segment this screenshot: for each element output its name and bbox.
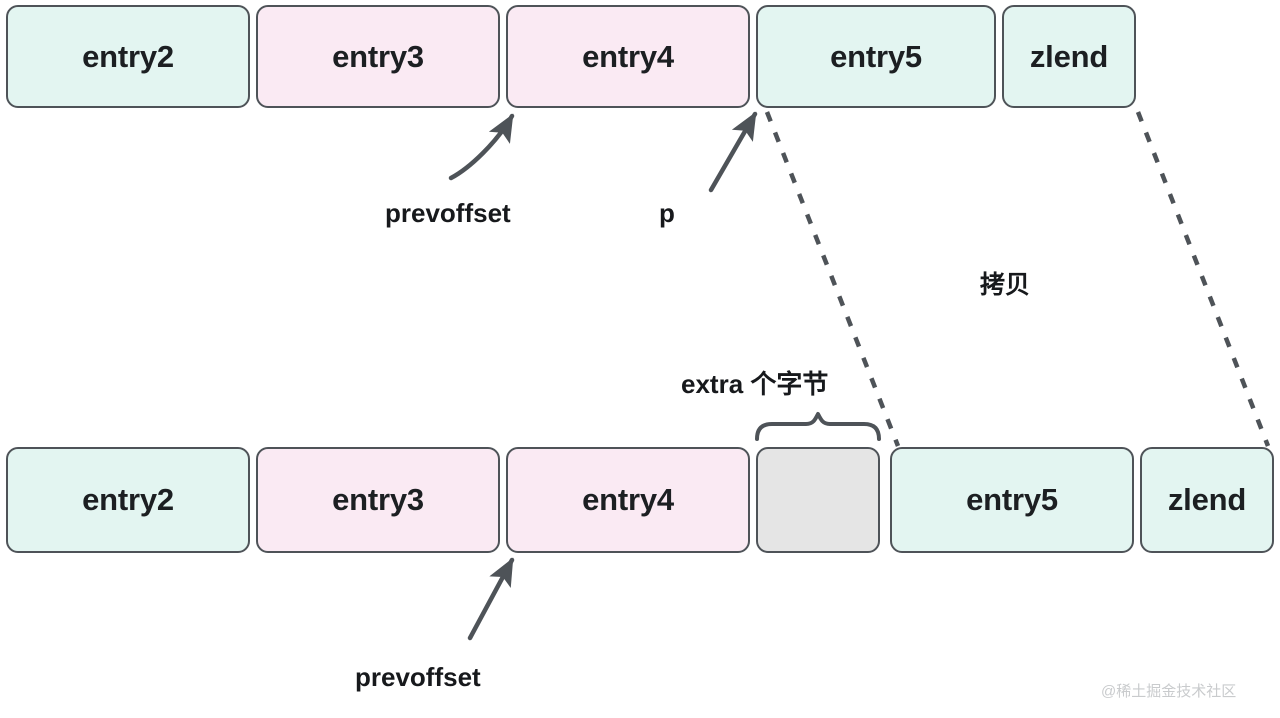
pointer-p-arrow [708,111,758,193]
pointer-p-label: p [659,198,675,228]
prevoffset-top-label: prevoffset [385,198,511,228]
copy-label: 拷贝 [980,271,1031,299]
prevoffset-top-arrow [448,113,515,181]
cell-label: entry4 [582,38,674,74]
extra-bytes-label: extra 个字节 [681,369,829,399]
cell-bottom-entry5: entry5 [890,447,1134,553]
cell-top-entry2: entry2 [6,5,250,108]
cell-label: entry5 [830,38,922,74]
cell-bottom-zlend: zlend [1140,447,1274,553]
cell-label: entry2 [82,482,174,517]
cell-label: entry3 [332,38,424,74]
cell-top-entry3: entry3 [256,5,500,108]
prevoffset-bottom-label: prevoffset [355,662,481,692]
cell-label: entry2 [82,38,174,74]
cell-top-entry5: entry5 [756,5,996,108]
cell-label: zlend [1167,482,1247,517]
cell-top-zlend: zlend [1002,5,1136,108]
cell-label: entry3 [332,482,424,517]
cell-top-entry4: entry4 [506,5,750,108]
watermark: @稀土掘金技术社区 [1101,683,1237,700]
cell-bottom-entry2: entry2 [6,447,250,553]
extra-bytes-brace [755,412,881,441]
cell-bottom-extra-gap [756,447,880,553]
cell-bottom-entry3: entry3 [256,447,500,553]
cell-label: zlend [1029,38,1109,74]
cell-label: entry4 [582,482,674,517]
dashed-guide-right [1135,111,1271,447]
prevoffset-bottom-arrow [467,557,515,641]
cell-label: entry5 [966,482,1058,517]
cell-bottom-entry4: entry4 [506,447,750,553]
